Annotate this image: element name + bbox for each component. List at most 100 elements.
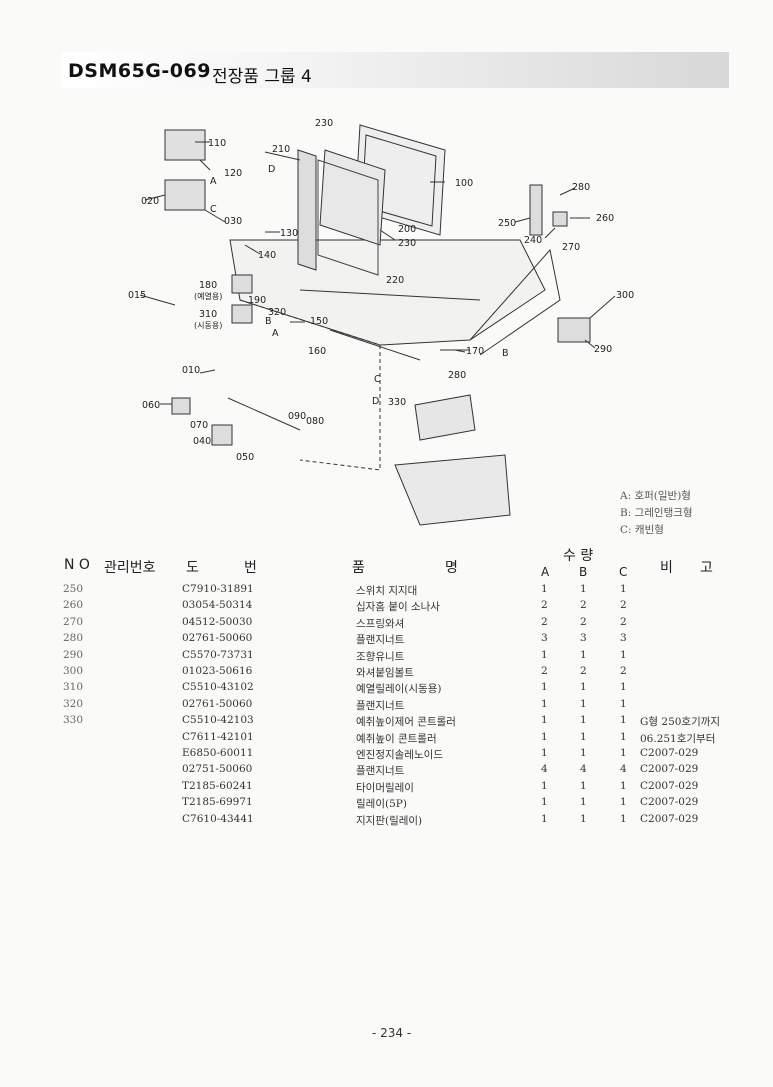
cell-note: C2007-029 [640, 763, 699, 776]
callout-B2: B [502, 348, 509, 359]
callout-150: 150 [310, 316, 328, 327]
part-180-relay [231, 274, 253, 294]
header-qty: 수 량 [563, 548, 594, 564]
part-210-bracket [297, 149, 317, 271]
callout-start: (시동용) [194, 321, 222, 330]
callout-270: 270 [562, 242, 580, 253]
cell-part: T2185-69971 [182, 796, 253, 809]
header-no: N O [64, 557, 90, 573]
cell-c: 3 [620, 632, 627, 645]
cell-c: 2 [620, 615, 627, 628]
cell-note: 06.251호기부터 [640, 732, 716, 745]
cell-part: T2185-60241 [182, 779, 253, 792]
callout-250: 250 [498, 218, 516, 229]
callout-060: 060 [142, 400, 160, 411]
cell-b: 1 [580, 697, 587, 710]
cell-a: 1 [541, 730, 548, 743]
part-250-bracket [529, 184, 543, 236]
callout-020: 020 [141, 196, 159, 207]
cell-no: 290 [63, 648, 84, 661]
legend-item-c: C: 캐빈형 [620, 524, 664, 536]
group-title: 전장품 그룹 4 [212, 67, 312, 87]
header-name-1: 품 [352, 560, 365, 576]
cell-b: 1 [580, 583, 587, 595]
callout-C: C [210, 204, 217, 215]
callout-320: 320 [268, 307, 286, 318]
header-qty-b: B [579, 565, 588, 579]
cell-b: 1 [580, 681, 587, 694]
cell-no: 280 [63, 632, 84, 645]
cell-part: C7910-31891 [182, 583, 254, 595]
cell-b: 1 [580, 648, 587, 661]
cell-part: C5510-42103 [182, 714, 254, 727]
cell-c: 1 [620, 747, 627, 759]
cell-b: 1 [580, 714, 587, 727]
cell-a: 2 [541, 615, 548, 628]
cell-name: 예취높이제어 콘트롤러 [356, 716, 456, 729]
cell-name: 지지판(릴레이) [356, 814, 423, 827]
callout-040: 040 [193, 436, 211, 447]
cell-part: 02751-50060 [182, 763, 253, 776]
cell-name: 스프링와셔 [356, 617, 405, 630]
cell-part: C5510-43102 [182, 681, 254, 694]
cell-no: 250 [63, 583, 84, 595]
callout-120: 120 [224, 168, 242, 179]
header-drawing-2: 번 [244, 560, 257, 576]
callout-210: 210 [272, 144, 290, 155]
cell-b: 1 [580, 796, 587, 809]
callout-B: B [265, 316, 272, 327]
part-290-unit [557, 317, 591, 343]
callout-170: 170 [466, 346, 484, 357]
callout-130: 130 [280, 228, 298, 239]
callout-280b: 280 [448, 370, 466, 381]
cell-note: C2007-029 [640, 812, 699, 825]
title-bar [62, 52, 729, 88]
cell-a: 2 [541, 599, 548, 612]
header-note-2: 고 [700, 560, 713, 576]
cell-name: 플랜지너트 [356, 699, 405, 712]
cell-name: 조향유니트 [356, 650, 405, 663]
header-drawing-1: 도 [186, 560, 199, 576]
cell-no: 310 [63, 681, 84, 694]
part-330-controller [414, 394, 476, 441]
cell-c: 1 [620, 779, 627, 792]
cell-part: C7611-42101 [182, 730, 254, 743]
cell-a: 4 [541, 763, 548, 776]
callout-260: 260 [596, 213, 614, 224]
callout-D: A [210, 176, 217, 187]
callout-050: 050 [236, 452, 254, 463]
callout-230: 230 [315, 118, 333, 129]
callout-110: 110 [208, 138, 226, 149]
cell-name: 스위치 지지대 [356, 585, 418, 597]
cell-a: 1 [541, 796, 548, 809]
cell-b: 4 [580, 763, 587, 776]
cell-b: 1 [580, 812, 587, 825]
cell-b: 2 [580, 665, 587, 677]
header-note-1: 비 [660, 560, 673, 576]
callout-100: 100 [455, 178, 473, 189]
lower-cover [394, 454, 511, 526]
cell-no: 270 [63, 615, 84, 628]
cell-c: 4 [620, 763, 627, 776]
cell-c: 1 [620, 648, 627, 661]
cell-part: 03054-50314 [182, 599, 253, 612]
callout-180: 180 [199, 280, 217, 291]
cell-c: 1 [620, 583, 627, 595]
part-040 [211, 424, 233, 446]
cell-a: 1 [541, 714, 548, 727]
callout-220: 220 [386, 275, 404, 286]
cell-name: 릴레이(5P) [356, 798, 407, 811]
callout-280: 280 [572, 182, 590, 193]
cell-b: 2 [580, 615, 587, 628]
model-code: DSM65G-069 [68, 60, 211, 82]
